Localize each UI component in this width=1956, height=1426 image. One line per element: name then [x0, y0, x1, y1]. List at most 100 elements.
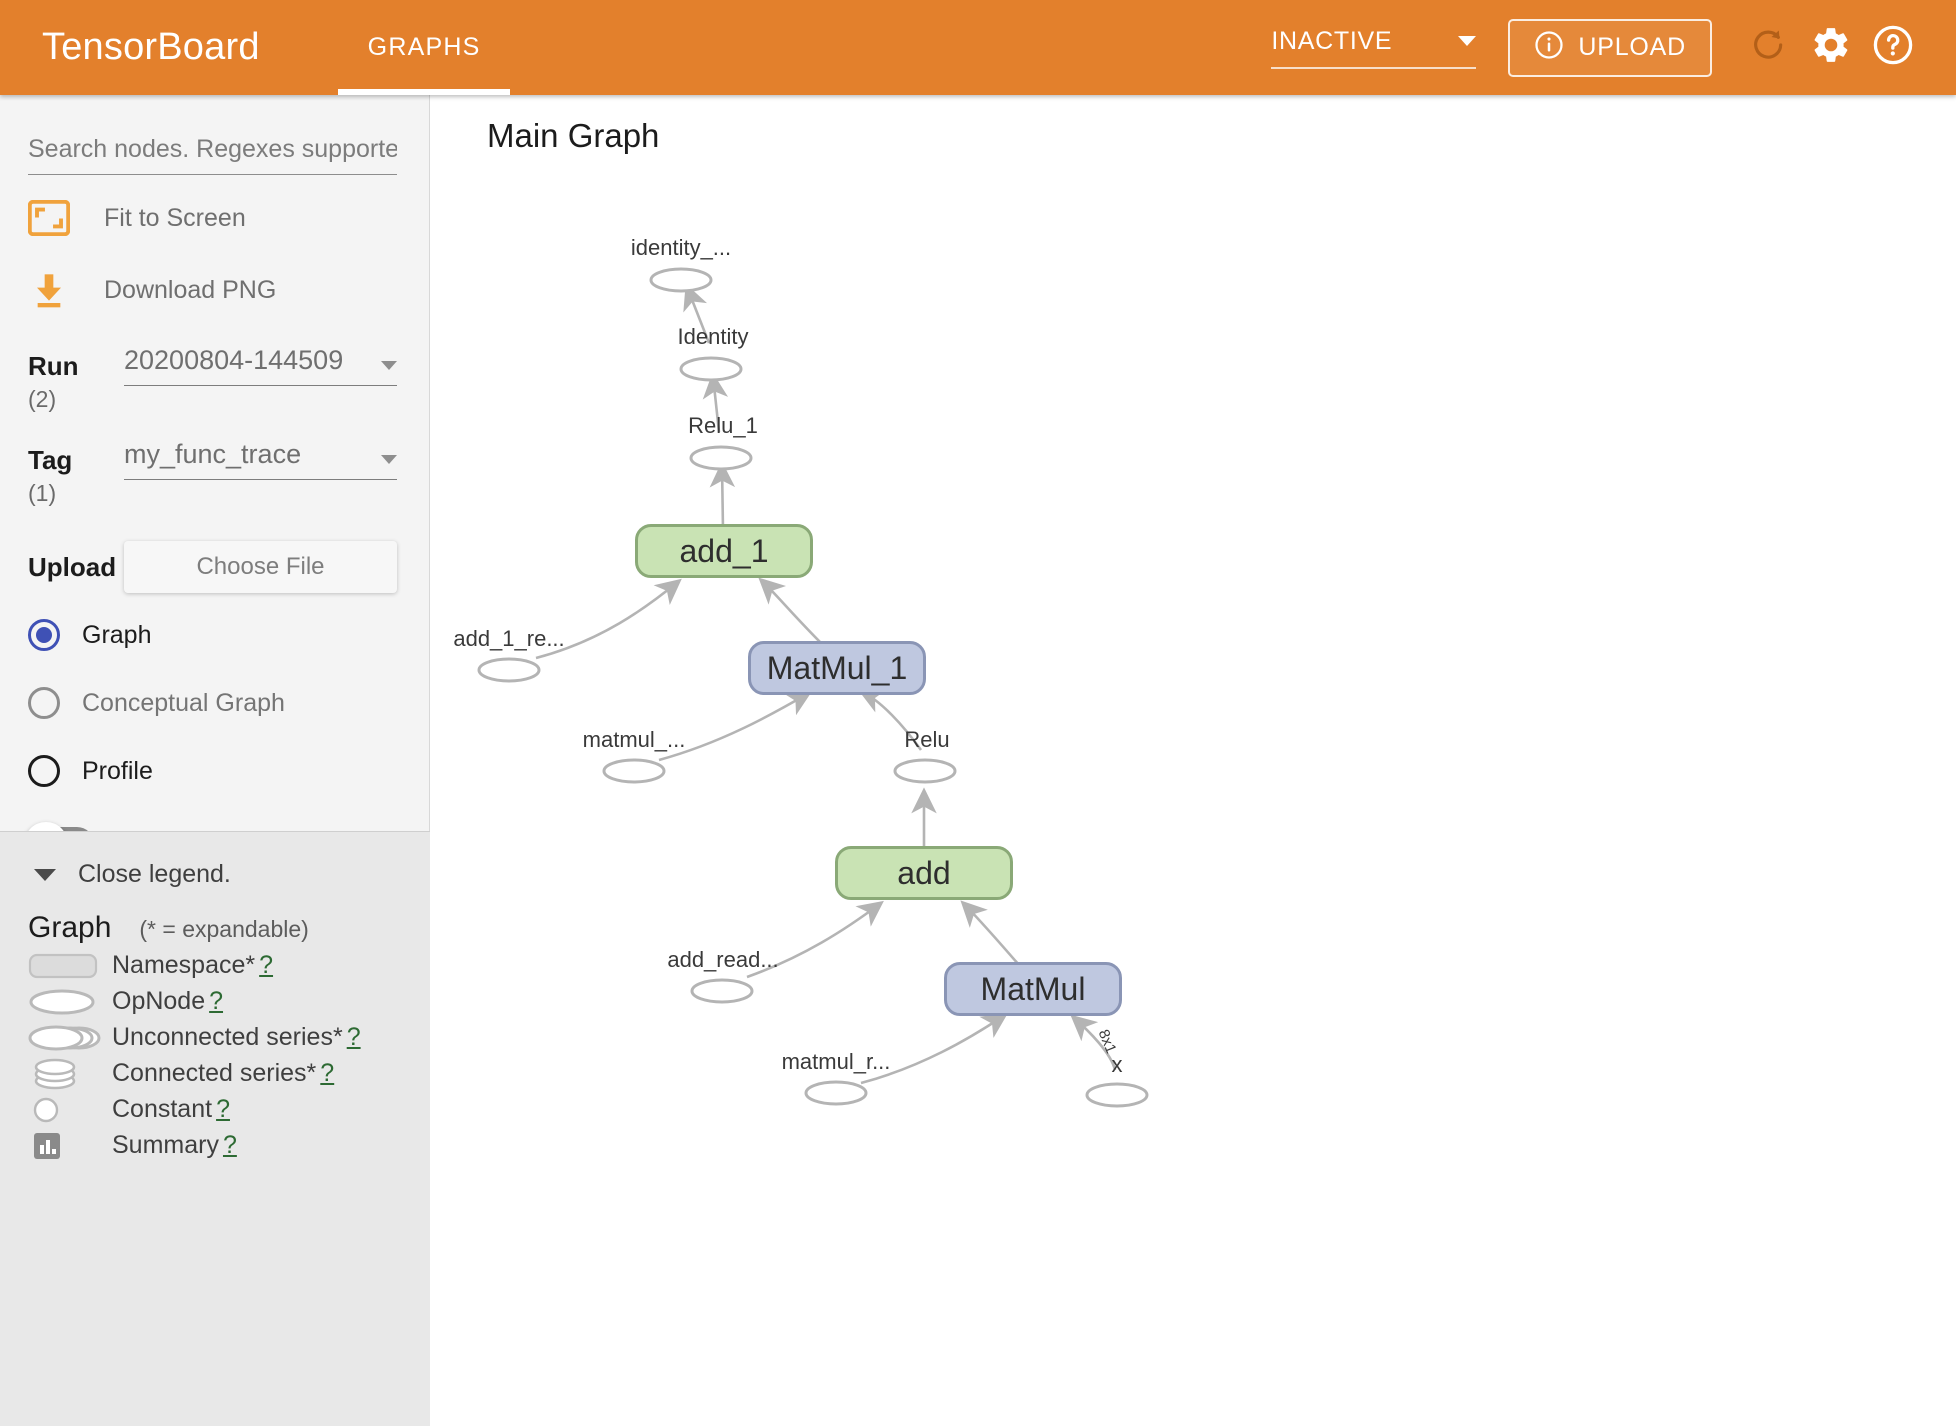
tag-count: (1) [28, 480, 57, 506]
node-add-read [690, 978, 754, 1004]
fit-to-screen-button[interactable]: Fit to Screen [0, 189, 429, 247]
connected-series-shape-icon [28, 1058, 112, 1090]
upload-button-label: UPLOAD [1578, 33, 1686, 61]
run-dropdown[interactable]: 20200804-144509 [124, 345, 397, 386]
app-brand: TensorBoard [42, 26, 260, 68]
legend-note: (* = expandable) [139, 916, 309, 942]
legend-help-constant[interactable]: ? [216, 1095, 230, 1123]
legend-label-connected-series: Connected series* [112, 1059, 317, 1087]
tab-bar: GRAPHS [337, 0, 511, 95]
legend-help-summary[interactable]: ? [222, 1131, 237, 1159]
edge-matmulread-to-matmul1 [658, 691, 813, 762]
node-relu [893, 758, 957, 784]
legend-help-namespace[interactable]: ? [259, 951, 274, 979]
run-value: 20200804-144509 [124, 345, 344, 375]
node-identity-out [649, 267, 713, 293]
graph-svg [477, 267, 1149, 1108]
edge-matmulr-to-matmul [860, 1012, 1009, 1085]
choose-file-label: Choose File [196, 553, 325, 580]
radio-conceptual-graph-indicator [28, 687, 60, 719]
legend-help-connected-series[interactable]: ? [320, 1059, 335, 1087]
unconnected-series-shape-icon [28, 1023, 112, 1053]
node-label-x: x [1111, 1052, 1123, 1077]
tag-value: my_func_trace [124, 439, 302, 469]
upload-button[interactable]: UPLOAD [1508, 18, 1712, 77]
download-png-label: Download PNG [104, 275, 277, 304]
legend-item-constant: Constant ? [0, 1094, 430, 1125]
radio-profile-indicator [28, 755, 60, 787]
legend-help-unconnected-series[interactable]: ? [346, 1023, 361, 1051]
gear-icon [1810, 24, 1852, 71]
legend-panel: Close legend. Graph (* = expandable) Nam… [0, 831, 430, 1426]
node-label-matmul-r: matmul_r... [781, 1049, 891, 1074]
tag-selector-row: Tag (1) my_func_trace [0, 439, 429, 507]
search-input[interactable] [28, 135, 397, 175]
tag-label: Tag [28, 445, 73, 475]
tag-dropdown[interactable]: my_func_trace [124, 439, 397, 480]
summary-shape-icon [28, 1131, 112, 1161]
legend-help-opnode[interactable]: ? [209, 987, 224, 1015]
help-button[interactable] [1862, 17, 1924, 79]
node-add[interactable]: add [835, 846, 1013, 900]
fit-to-screen-icon [28, 200, 84, 236]
settings-button[interactable] [1800, 17, 1862, 79]
page-title: Main Graph [487, 117, 660, 154]
download-png-button[interactable]: Download PNG [0, 261, 429, 319]
node-identity [679, 356, 743, 382]
sidebar: Fit to Screen Download PNG Run (2) 20200… [0, 95, 430, 1426]
refresh-button[interactable] [1738, 17, 1800, 79]
edge-x-to-matmul [1070, 1014, 1117, 1071]
run-count: (2) [28, 386, 57, 412]
edge-add1read-to-add1 [535, 578, 682, 660]
run-status-dropdown[interactable]: INACTIVE [1271, 27, 1477, 69]
node-label-relu: Relu [904, 727, 950, 752]
edge-relu1-to-identity [702, 372, 729, 433]
close-legend-label: Close legend. [78, 860, 231, 888]
node-label-relu-1: Relu_1 [688, 413, 758, 438]
node-label-add-read: add_read... [667, 947, 779, 972]
chevron-down-icon [381, 361, 397, 370]
refresh-icon [1749, 25, 1789, 70]
node-matmul[interactable]: MatMul [944, 962, 1122, 1016]
top-bar-right: INACTIVE UPLOAD [1271, 17, 1956, 79]
fit-to-screen-label: Fit to Screen [104, 203, 246, 232]
edge-addread-to-add [746, 900, 884, 979]
radio-conceptual-graph[interactable]: Conceptual Graph [0, 677, 429, 729]
run-selector-row: Run (2) 20200804-144509 [0, 345, 429, 413]
legend-label-namespace: Namespace* [112, 951, 256, 979]
choose-file-button[interactable]: Choose File [124, 541, 397, 593]
node-label-matmul-read: matmul_... [582, 727, 686, 752]
node-x [1085, 1082, 1149, 1108]
legend-item-opnode: OpNode ? [0, 986, 430, 1017]
run-label-block: Run (2) [28, 345, 124, 413]
node-add-1[interactable]: add_1 [635, 524, 813, 578]
download-icon [28, 270, 84, 310]
top-app-bar: TensorBoard GRAPHS INACTIVE UPLOAD [0, 0, 1956, 95]
radio-graph-indicator [28, 619, 60, 651]
upload-row: Upload Choose File [0, 541, 429, 593]
chevron-down-icon [381, 455, 397, 464]
legend-item-summary: Summary ? [0, 1130, 430, 1161]
radio-graph[interactable]: Graph [0, 609, 429, 661]
node-matmul-1[interactable]: MatMul_1 [748, 641, 926, 695]
legend-item-unconnected-series: Unconnected series* ? [0, 1022, 430, 1053]
legend-label-summary: Summary [112, 1131, 219, 1159]
radio-profile-label: Profile [82, 756, 153, 785]
legend-title: Graph [28, 911, 112, 944]
tag-label-block: Tag (1) [28, 439, 124, 507]
radio-profile[interactable]: Profile [0, 745, 429, 797]
constant-shape-icon [28, 1095, 112, 1125]
edge-matmul1-to-add1 [758, 577, 824, 646]
node-label-add-1-read: add_1_re... [453, 626, 565, 651]
legend-item-namespace: Namespace* ? [0, 950, 430, 981]
tab-graphs[interactable]: GRAPHS [337, 0, 511, 95]
node-label-identity-out: identity_... [630, 235, 732, 260]
legend-title-row: Graph (* = expandable) [0, 889, 430, 945]
run-label: Run [28, 351, 79, 381]
graph-canvas[interactable]: Main Graph [431, 95, 1956, 1426]
close-legend-button[interactable]: Close legend. [0, 832, 430, 889]
node-matmul-r [804, 1080, 868, 1106]
search-container [0, 95, 429, 175]
opnode-shape-icon [28, 987, 112, 1017]
legend-label-constant: Constant [112, 1095, 213, 1123]
